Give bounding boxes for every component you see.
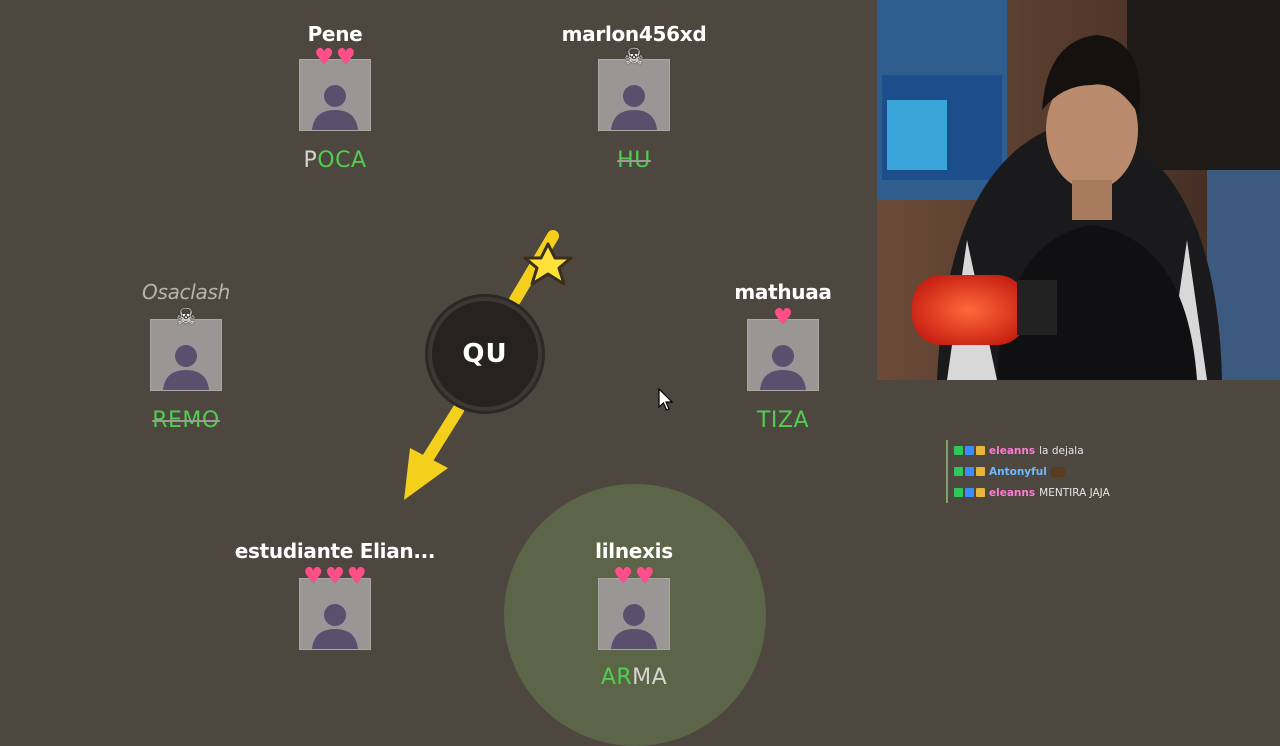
game-stage: Pene ♥ ♥ POCA marlon456xd ☠ HU <box>66 0 1280 746</box>
avatar-placeholder-icon <box>598 578 670 650</box>
turn-arrow-icon <box>404 404 464 500</box>
player-current-word: POCA <box>303 148 367 173</box>
chat-badges <box>954 488 985 497</box>
avatar-placeholder-icon <box>299 59 371 131</box>
streamer-webcam-image <box>877 0 1280 380</box>
skull-icon: ☠ <box>176 305 196 330</box>
heart-icon: ♥ <box>635 564 655 589</box>
player-seat-marlon456xd: marlon456xd ☠ HU <box>514 21 754 175</box>
badge-icon <box>965 467 974 476</box>
avatar-placeholder-icon <box>747 319 819 391</box>
player-avatar: ☠ <box>150 307 222 391</box>
heart-icon: ♥ <box>325 564 345 589</box>
heart-icon: ♥ <box>336 45 356 70</box>
player-avatar: ♥ ♥ <box>598 566 670 650</box>
webcam-overlay <box>877 0 1280 380</box>
chat-badges <box>954 446 985 455</box>
chat-username: eleanns <box>989 444 1036 457</box>
chat-message: eleanns la dejala <box>946 440 1266 461</box>
heart-icon: ♥ <box>346 564 367 589</box>
lives-hearts: ♥ ♥ <box>613 566 654 588</box>
player-seat-mathuaa: mathuaa ♥ TIZA <box>663 279 903 435</box>
heart-icon: ♥ <box>303 564 324 589</box>
player-seat-osaclash: Osaclash ☠ REMO <box>66 279 306 435</box>
badge-icon <box>954 446 963 455</box>
chat-badges <box>954 467 985 476</box>
heart-icon: ♥ <box>773 305 793 330</box>
chat-username: eleanns <box>989 486 1036 499</box>
player-avatar: ♥ <box>747 307 819 391</box>
heart-icon: ♥ <box>314 45 334 70</box>
badge-icon <box>965 488 974 497</box>
bomb-effects <box>404 230 573 500</box>
skull-icon: ☠ <box>624 45 644 70</box>
chat-text: MENTIRA JAJA <box>1039 486 1110 499</box>
eliminated-indicator: ☠ <box>176 307 196 329</box>
badge-icon <box>965 446 974 455</box>
avatar-placeholder-icon <box>150 319 222 391</box>
eliminated-indicator: ☠ <box>624 47 644 69</box>
bomb: QU <box>428 297 542 411</box>
player-seat-lilnexis: lilnexis ♥ ♥ ARMA <box>514 538 754 692</box>
player-seat-pene: Pene ♥ ♥ POCA <box>215 21 455 175</box>
lives-hearts: ♥ ♥ ♥ <box>303 566 366 588</box>
emote-icon <box>1050 466 1065 477</box>
player-avatar: ♥ ♥ ♥ <box>299 566 371 650</box>
player-seat-estudiante-elian: estudiante Elian... ♥ ♥ ♥ <box>215 538 455 650</box>
lives-hearts: ♥ <box>773 307 793 329</box>
stream-chat: eleanns la dejala Antonyful eleanns MENT… <box>946 440 1266 503</box>
player-current-word: ARMA <box>600 665 668 690</box>
lives-hearts: ♥ ♥ <box>314 47 355 69</box>
player-current-word: HU <box>617 148 651 173</box>
badge-icon <box>954 488 963 497</box>
player-avatar: ♥ ♥ <box>299 47 371 131</box>
player-current-word: REMO <box>152 408 220 433</box>
player-avatar: ☠ <box>598 47 670 131</box>
chat-message: Antonyful <box>946 461 1266 482</box>
badge-icon <box>976 446 985 455</box>
chat-text: la dejala <box>1039 444 1084 457</box>
player-current-word: TIZA <box>756 408 810 433</box>
chat-username: Antonyful <box>989 465 1047 478</box>
mouse-cursor-icon <box>658 388 674 411</box>
spark-icon <box>523 242 573 286</box>
avatar-placeholder-icon <box>299 578 371 650</box>
badge-icon <box>954 467 963 476</box>
avatar-placeholder-icon <box>598 59 670 131</box>
bomb-syllable: QU <box>462 339 508 369</box>
badge-icon <box>976 488 985 497</box>
chat-message: eleanns MENTIRA JAJA <box>946 482 1266 503</box>
heart-icon: ♥ <box>613 564 633 589</box>
badge-icon <box>976 467 985 476</box>
